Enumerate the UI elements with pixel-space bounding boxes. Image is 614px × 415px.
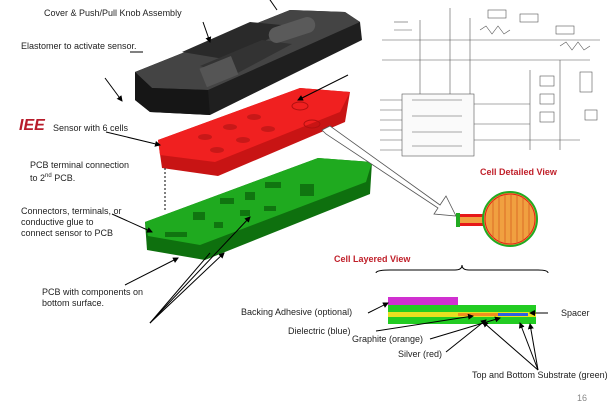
cell-layered xyxy=(375,264,549,324)
layer-callout-lines xyxy=(367,302,548,371)
cover-assembly xyxy=(135,10,362,115)
silver-label: Silver (red) xyxy=(398,349,443,359)
pcb-layer xyxy=(145,158,372,260)
connectors-label-2: conductive glue to xyxy=(21,217,94,227)
graphite-label: Graphite (orange) xyxy=(352,334,424,344)
pcb-components-label-1: PCB with components on xyxy=(42,287,144,297)
pcb-components-label-2: bottom surface. xyxy=(42,298,105,308)
page-number: 16 xyxy=(576,393,587,403)
left-callout-lines xyxy=(104,0,349,324)
iee-logo: IEE xyxy=(19,117,45,134)
cell-layered-view-title: Cell Layered View xyxy=(334,254,411,264)
cell-detailed-view-title: Cell Detailed View xyxy=(480,167,557,177)
circuit-schematic xyxy=(380,8,600,157)
cover-label: Cover & Push/Pull Knob Assembly xyxy=(44,8,182,18)
connectors-label-1: Connectors, terminals, or xyxy=(21,206,122,216)
connectors-label-3: connect sensor to PCB xyxy=(21,228,114,238)
substrate-label: Top and Bottom Substrate (green) xyxy=(472,370,608,380)
sensor-cells-label: Sensor with 6 cells xyxy=(53,123,129,133)
dielectric-label: Dielectric (blue) xyxy=(288,326,351,336)
backing-adhesive-label: Backing Adhesive (optional) xyxy=(241,307,353,317)
elastomer-label: Elastomer to activate sensor. xyxy=(21,41,137,51)
pcb-terminal-label-1: PCB terminal connection xyxy=(30,160,130,170)
cell-detail xyxy=(456,191,538,247)
sensor-layer xyxy=(158,88,350,176)
spacer-label: Spacer xyxy=(561,308,590,318)
pcb-terminal-label-2: to 2nd PCB. xyxy=(30,173,76,183)
